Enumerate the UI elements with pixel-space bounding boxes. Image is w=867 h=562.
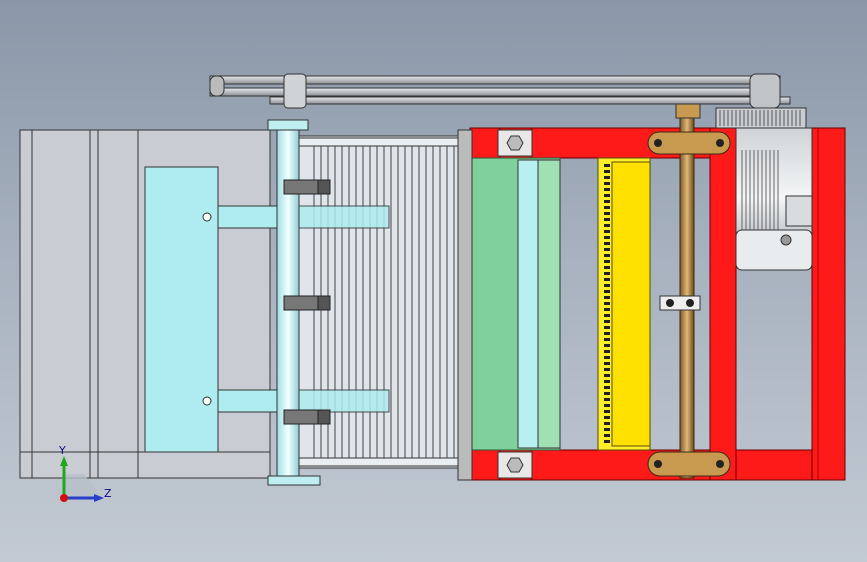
rack-tooth [604,284,610,287]
rack-tooth [604,206,610,209]
rack-tooth [604,302,610,305]
rack-tooth [604,260,610,263]
rack-tooth [604,242,610,245]
rack-tooth [604,434,610,437]
rack-tooth [604,230,610,233]
rack-tooth [604,182,610,185]
frame-bolt-bottom-icon [497,451,533,479]
rack-tooth [604,368,610,371]
rack-tooth [604,386,610,389]
rack-tooth [604,218,610,221]
rack-tooth [604,428,610,431]
rack-tooth [604,392,610,395]
shaft-coupling [659,295,701,311]
rack-tooth [604,236,610,239]
rack-tooth [604,308,610,311]
rack-tooth [604,404,610,407]
bolt-top [283,179,331,195]
rack-tooth [604,266,610,269]
rack-tooth [604,248,610,251]
bearing-bottom [647,451,731,477]
rack-tooth [604,326,610,329]
rack-tooth [604,164,610,167]
drive-shaft[interactable] [647,107,731,479]
rack-tooth [604,440,610,443]
rack-tooth [604,410,610,413]
rack-tooth [604,320,610,323]
bolt-bottom [283,409,331,425]
rack-tooth [604,290,610,293]
rack-tooth [604,344,610,347]
rack-tooth [604,362,610,365]
pulley-left [283,73,307,109]
rack-tooth [604,338,610,341]
rack-tooth [604,374,610,377]
yellow-rack[interactable] [597,157,651,451]
triad-y-label: Y [58,444,66,457]
rack-tooth [604,188,610,191]
rack-tooth [604,272,610,275]
pulley-right [749,73,781,109]
rack-tooth [604,224,610,227]
rack-tooth [604,296,610,299]
motor[interactable] [715,107,813,271]
rack-tooth [604,380,610,383]
frame-bolt-top-icon [497,129,533,157]
rack-tooth [604,212,610,215]
rack-tooth [604,314,610,317]
rack-tooth [604,194,610,197]
motor-gear [715,107,807,129]
rack-tooth [604,398,610,401]
coordinate-triad: Y Z [58,444,112,502]
bolt-middle [283,295,331,311]
rack-tooth [604,422,610,425]
rack-tooth [604,254,610,257]
rack-tooth [604,278,610,281]
rack-tooth [604,200,610,203]
drive-belt[interactable] [209,73,791,119]
cyan-mounting-plate[interactable] [144,166,279,453]
triad-z-label: Z [104,487,112,500]
rack-tooth [604,350,610,353]
green-panel[interactable] [457,129,561,481]
rack-tooth [604,416,610,419]
rack-tooth [604,170,610,173]
bearing-top [647,131,731,155]
rack-tooth [604,332,610,335]
bolt-group [283,179,331,425]
rack-tooth [604,356,610,359]
pulley-shaft [675,103,701,119]
rack-tooth [604,176,610,179]
